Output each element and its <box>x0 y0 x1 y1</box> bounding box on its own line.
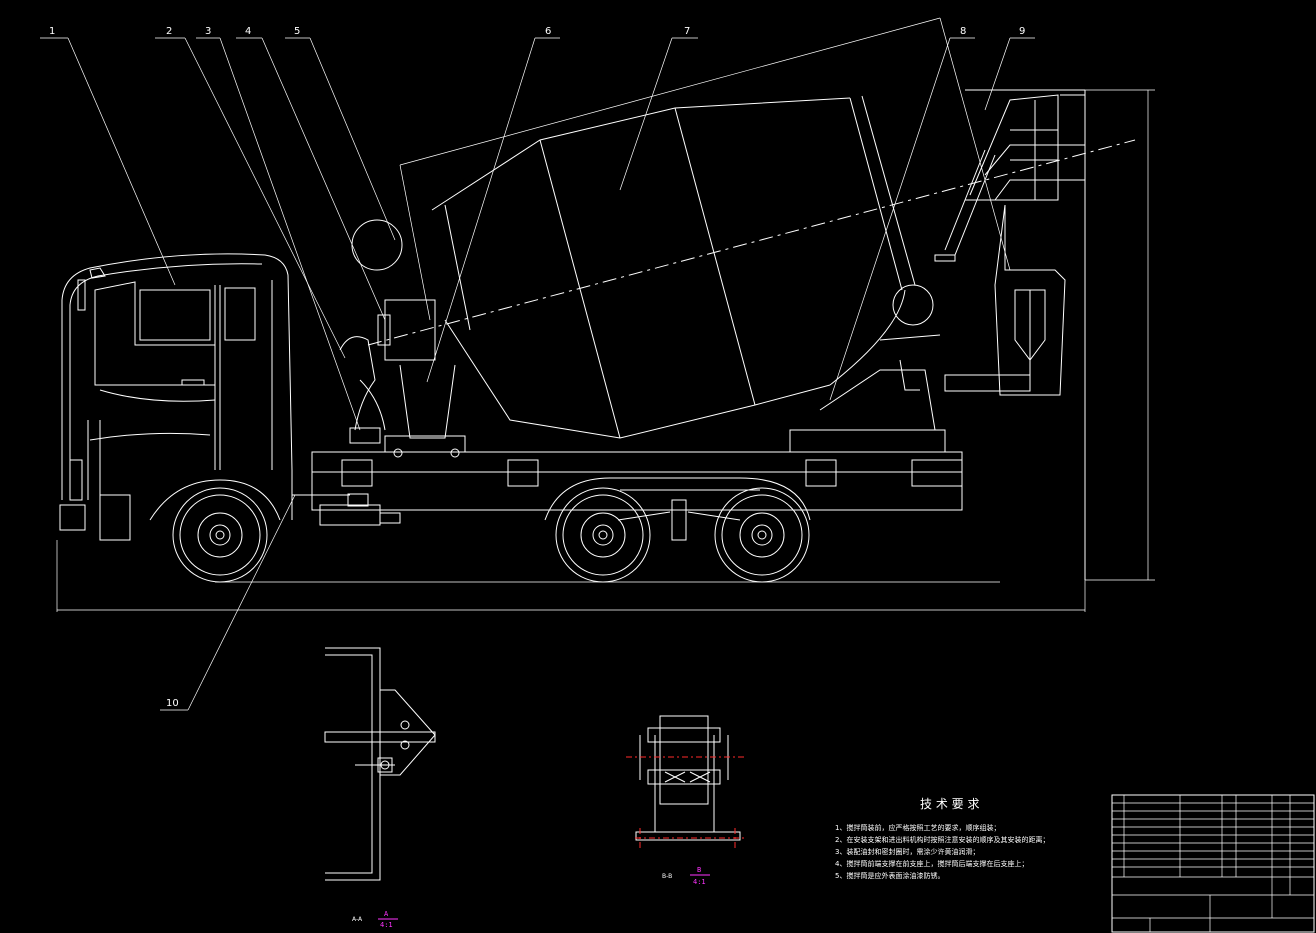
chassis-frame <box>292 451 963 541</box>
dimension-lines <box>56 89 1155 612</box>
tech-req-item-5: 5、搅拌筒是应外表面涂油漆防锈。 <box>835 871 944 880</box>
callout-numbers: 1 2 3 4 5 6 7 8 9 10 <box>49 26 1025 709</box>
front-support <box>339 219 466 458</box>
callout-1: 1 <box>49 26 55 37</box>
section-b-scale-top: B <box>697 866 701 874</box>
callout-8: 8 <box>960 26 966 37</box>
section-a-scale-bottom: 4:1 <box>380 921 393 929</box>
section-b-detail <box>626 715 745 848</box>
callout-leaders <box>40 37 1035 711</box>
tech-req-item-3: 3、装配油封和密封圈时，需涂少许黄油润滑； <box>835 847 979 856</box>
tech-req-item-2: 2、在安装支架和进出料机构时按照注意安装的顺序及其安装的距离； <box>835 835 1049 844</box>
section-b-scale-bottom: 4:1 <box>693 878 706 886</box>
callout-5: 5 <box>294 26 300 37</box>
tech-req-title: 技 术 要 求 <box>920 797 979 811</box>
tech-req-item-1: 1、搅拌筒装前，应严格按照工艺的要求，顺序组装； <box>835 823 1000 832</box>
section-a-label: A-A <box>352 916 363 923</box>
callout-7: 7 <box>684 26 690 37</box>
callout-10: 10 <box>166 698 179 709</box>
callout-2: 2 <box>166 26 172 37</box>
tech-req-item-4: 4、搅拌筒前端支撑在前支座上，搅拌筒后端支撑在后支座上； <box>835 859 1028 868</box>
tech-requirements: 技 术 要 求 1、搅拌筒装前，应严格按照工艺的要求，顺序组装； 2、在安装支架… <box>835 797 1049 880</box>
callout-3: 3 <box>205 26 211 37</box>
callout-9: 9 <box>1019 26 1025 37</box>
wheel-front <box>172 487 268 583</box>
parts-list-table <box>1111 794 1315 933</box>
callout-6: 6 <box>545 26 551 37</box>
rear-support <box>789 89 1086 580</box>
section-a-scale-top: A <box>384 910 389 918</box>
wheel-rear-2 <box>714 487 810 583</box>
wheel-rear-1 <box>555 487 651 583</box>
section-b-label: B-B <box>662 873 672 880</box>
section-a-detail <box>324 647 436 881</box>
mixer-drum <box>367 17 1136 439</box>
truck-cab <box>59 253 293 541</box>
callout-4: 4 <box>245 26 251 37</box>
